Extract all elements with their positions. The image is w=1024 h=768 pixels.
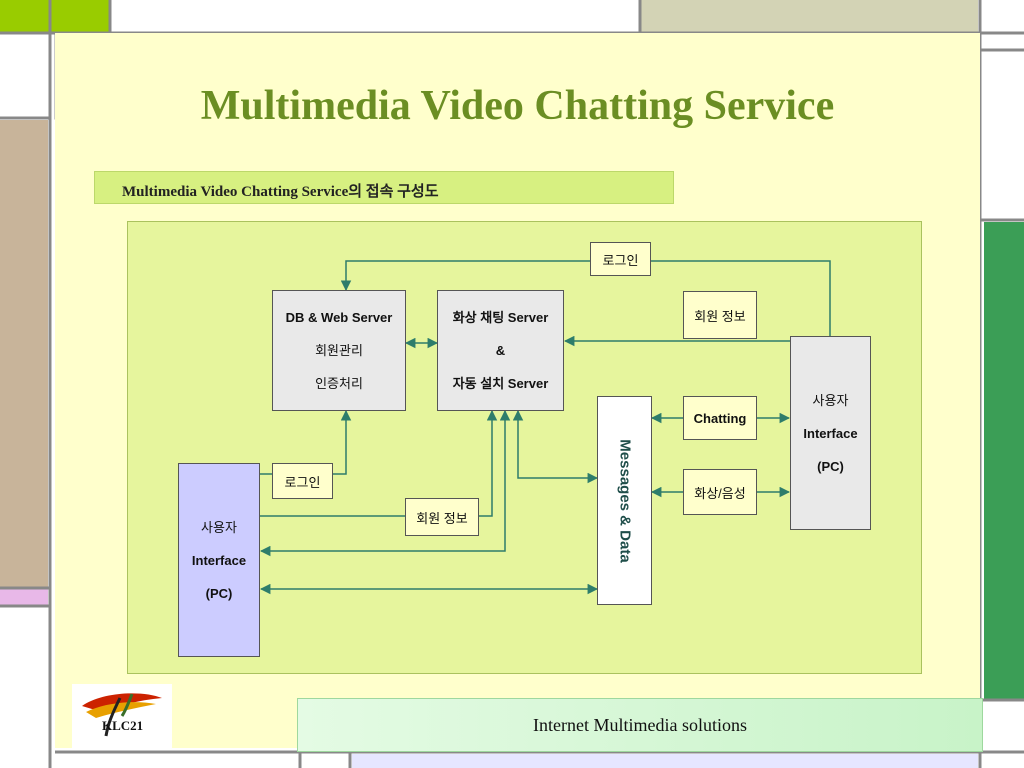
- chatting-label: Chatting: [683, 396, 757, 440]
- db-web-server-box: DB & Web Server 회원관리 인증처리: [272, 290, 406, 411]
- decor-green-bar: [984, 222, 1024, 700]
- user-interface-right-box: 사용자 Interface (PC): [790, 336, 871, 530]
- chat-server-box: 화상 채팅 Server & 자동 설치 Server: [437, 290, 564, 411]
- klc21-logo-text: KLC21: [102, 718, 144, 733]
- db-server-line2: 회원관리: [315, 343, 363, 358]
- chat-server-line2: &: [495, 343, 506, 358]
- klc21-logo: KLC21: [72, 684, 172, 750]
- decor-green-square: [0, 0, 110, 32]
- user-right-line3: (PC): [817, 458, 844, 474]
- arrow-login-top: [340, 260, 831, 336]
- chat-server-line1: 화상 채팅 Server: [452, 310, 549, 325]
- arrow-chat-messages: [512, 409, 599, 484]
- db-server-title: DB & Web Server: [285, 310, 393, 325]
- arrow-chat-to-user: [259, 409, 511, 557]
- user-right-line2: Interface: [803, 425, 858, 441]
- user-left-line2: Interface: [191, 552, 247, 568]
- decor-tan-strip: [0, 120, 48, 588]
- user-left-line1: 사용자: [201, 519, 237, 535]
- footer-banner: Internet Multimedia solutions: [297, 698, 983, 752]
- slide-title: Multimedia Video Chatting Service: [200, 83, 835, 129]
- member-info-label-right: 회원 정보: [683, 291, 757, 339]
- user-interface-left-box: 사용자 Interface (PC): [178, 463, 260, 657]
- messages-data-box: Messages & Data: [597, 396, 652, 605]
- chat-server-line3: 자동 설치 Server: [452, 376, 549, 391]
- subtitle-bar: Multimedia Video Chatting Service의 접속 구성…: [94, 171, 674, 204]
- klc21-logo-icon: [82, 693, 162, 737]
- user-right-line1: 사용자: [812, 392, 849, 408]
- login-label-left: 로그인: [272, 463, 333, 499]
- member-info-label-bottom: 회원 정보: [405, 498, 479, 536]
- user-left-line3: (PC): [205, 585, 233, 601]
- messages-data-label: Messages & Data: [616, 438, 633, 563]
- login-label-top: 로그인: [590, 242, 651, 276]
- decor-lavender-footer: [352, 754, 978, 768]
- db-server-line3: 인증처리: [315, 376, 363, 391]
- decor-pink-strip: [0, 589, 48, 605]
- decor-top-right-gray: [640, 0, 978, 32]
- video-audio-label: 화상/음성: [683, 469, 757, 515]
